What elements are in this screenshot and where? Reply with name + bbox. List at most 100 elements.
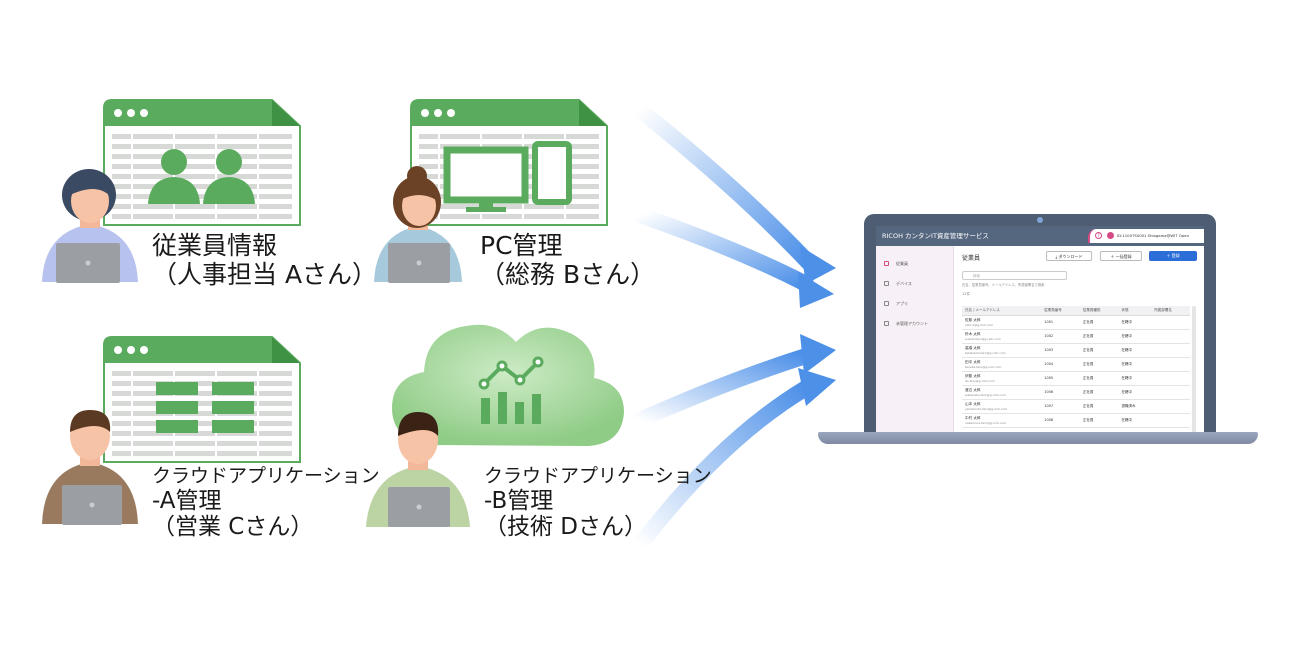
column-header[interactable]: 氏名 / メールアドレス [962, 306, 1042, 316]
cell-department [1151, 399, 1190, 414]
table-header-row: 氏名 / メールアドレス 従業員番号 従業員種別 状態 所属部署名 [962, 306, 1190, 316]
camera-icon [1037, 217, 1043, 223]
sidebar-item-employees[interactable]: 従業員 [884, 260, 950, 270]
cell-employee-type: 正社員 [1079, 343, 1119, 358]
employee-email: suzuki.taro@g-rioh.com [965, 336, 1001, 341]
user-avatar-icon [1107, 232, 1114, 239]
laptop-d-icon [388, 487, 450, 527]
spreadsheet-cloud-app-a-icon [103, 336, 301, 463]
add-button-label: 登録 [1171, 253, 1180, 258]
cell-status: 在籍中 [1118, 357, 1152, 372]
download-button[interactable]: ⤓ ダウンロード [1046, 251, 1092, 261]
source-pc-owner: （総務 Bさん） [480, 259, 656, 289]
sidebar-item-unmanaged-accounts[interactable]: 未管理アカウント [884, 320, 950, 330]
page-title: 従業員 [962, 255, 981, 262]
sidebar-item-label: 未管理アカウント [896, 321, 928, 326]
column-header[interactable]: 従業員種別 [1079, 306, 1119, 316]
source-cloud-b-owner: （技術 Dさん） [484, 514, 648, 541]
sidebar-item-devices[interactable]: デバイス [884, 280, 950, 290]
employee-email: sato-s@g-rioh.com [965, 322, 994, 327]
flow-arrow-4 [632, 368, 836, 553]
add-button[interactable]: ＋ 登録 [1149, 251, 1197, 261]
result-count: 12件 [962, 292, 970, 296]
employee-name: 田中 太郎 [965, 359, 981, 364]
employee-name: 伊藤 太郎 [965, 373, 981, 378]
cell-employee-type: 正社員 [1079, 399, 1119, 414]
table-scrollbar[interactable] [1192, 306, 1196, 434]
employee-name: 高橋 太郎 [965, 345, 981, 350]
search-hint: 氏名、従業員番号、メールアドレス、所属部署名で検索 [962, 283, 1045, 287]
cell-status: 在籍中 [1118, 329, 1152, 344]
column-header[interactable]: 状態 [1118, 306, 1152, 316]
app-title: RICOH カンタンIT資産管理サービス [882, 232, 989, 240]
cell-status: 在籍中 [1118, 413, 1152, 428]
source-hr-owner: （人事担当 Aさん） [152, 259, 378, 289]
source-cloud-a-name: -A管理 [152, 487, 222, 514]
search-input[interactable]: 検索 [962, 271, 1067, 280]
cell-status: 在籍中 [1118, 385, 1152, 400]
user-menu[interactable]: ? ID:11007S0001 Shiogama@WIT Open [1088, 229, 1204, 243]
employee-name: 鈴木 太郎 [965, 331, 981, 336]
cell-department [1151, 343, 1190, 358]
flow-arrow-1 [632, 102, 836, 284]
source-label-cloud-a: クラウドアプリケーション -A管理 （営業 Cさん） [152, 465, 380, 541]
app-sidebar: 従業員 デバイス アプリ 未管理アカウント [876, 246, 954, 434]
cell-department [1151, 329, 1190, 344]
cell-employee-no: 1007 [1041, 399, 1080, 414]
column-header[interactable]: 所属部署名 [1151, 306, 1190, 316]
cell-employee-type: 正社員 [1079, 329, 1119, 344]
flow-arrow-2 [632, 207, 834, 308]
cell-employee-no: 1005 [1041, 371, 1080, 386]
sidebar-item-apps[interactable]: アプリ [884, 300, 950, 310]
bulk-register-button[interactable]: ＋ 一括登録 [1100, 251, 1142, 261]
spreadsheet-employees-icon [103, 99, 301, 226]
source-label-hr: 従業員情報 （人事担当 Aさん） [152, 231, 378, 290]
person-icon [884, 261, 889, 266]
cell-status: 在籍中 [1118, 315, 1152, 330]
source-hr-title: 従業員情報 [152, 231, 278, 260]
cell-employee-type: 正社員 [1079, 357, 1119, 372]
spreadsheet-devices-icon [410, 99, 608, 226]
flow-arrow-3 [632, 334, 836, 428]
grid-icon [884, 301, 889, 306]
employee-email: ito.taro@g-rioh.com [965, 378, 995, 383]
column-header[interactable]: 従業員番号 [1041, 306, 1080, 316]
help-icon[interactable]: ? [1095, 232, 1102, 239]
employee-name: 佐藤 太郎 [965, 317, 981, 322]
download-button-label: ダウンロード [1058, 254, 1083, 259]
laptop-a-icon [56, 243, 120, 283]
employee-email: takahashi.taro@g-rioh.com [965, 350, 1006, 355]
laptop-b-icon [388, 243, 450, 283]
cell-employee-no: 1006 [1041, 385, 1080, 400]
cell-department [1151, 315, 1190, 330]
source-pc-title: PC管理 [480, 231, 563, 260]
cell-employee-no: 1001 [1041, 315, 1080, 330]
cell-employee-no: 1008 [1041, 413, 1080, 428]
app-screen: RICOH カンタンIT資産管理サービス ? ID:11007S0001 Shi… [876, 226, 1204, 434]
cell-employee-type: 正社員 [1079, 413, 1119, 428]
laptop-mockup: RICOH カンタンIT資産管理サービス ? ID:11007S0001 Shi… [818, 214, 1258, 454]
sidebar-item-label: アプリ [896, 301, 908, 306]
cell-department [1151, 371, 1190, 386]
source-cloud-a-owner: （営業 Cさん） [152, 514, 314, 541]
cell-status: 在籍中 [1118, 371, 1152, 386]
cloud-analytics-icon [392, 324, 624, 446]
cell-department [1151, 385, 1190, 400]
